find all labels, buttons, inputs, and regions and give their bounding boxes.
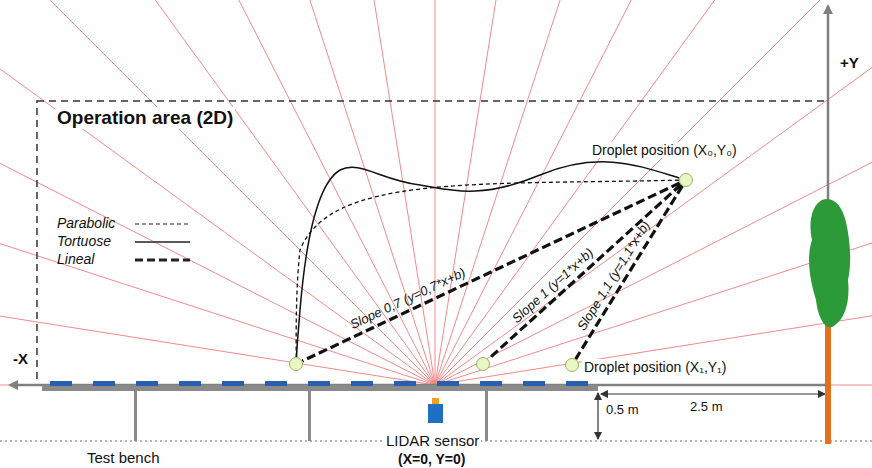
distance-dimension: [601, 393, 825, 394]
slope-label: Slope 1,1 (y=1,1*x+b): [575, 219, 653, 334]
legend-entry: Parabolic: [57, 215, 115, 231]
droplet: [289, 357, 303, 371]
legend-entry: Tortuose: [57, 233, 111, 249]
lidar-sensor: [428, 398, 443, 423]
axis-label: -X: [11, 350, 30, 367]
test-bench: [42, 381, 598, 441]
legend-samples: [135, 224, 190, 260]
lidar-rays: [0, 0, 872, 385]
droplet: [476, 357, 490, 371]
height-dimension: [597, 393, 598, 439]
parabolic-path: [296, 180, 679, 357]
lineal-path: [488, 185, 681, 360]
operation-area: [37, 101, 828, 385]
droplet: Droplet position (X₁,Y₁): [565, 358, 579, 372]
droplet: Droplet position (X₀,Y₀): [679, 173, 693, 187]
droplet-label: Droplet position (X₀,Y₀): [590, 142, 739, 158]
axis-label: +Y: [838, 54, 861, 71]
area-title: Operation area (2D): [55, 107, 235, 129]
droplet-label: Droplet position (X₁,Y₁): [582, 359, 729, 375]
tree: [809, 199, 850, 444]
lineal-path: [302, 183, 679, 361]
origin-label: (X=0, Y=0): [396, 451, 467, 467]
dimension-label: 0.5 m: [604, 403, 641, 418]
tortuose-path: [297, 162, 680, 357]
part-label: LIDAR sensor: [384, 432, 481, 449]
lineal-path: [576, 186, 683, 359]
legend-entry: Lineal: [57, 251, 94, 267]
dimension-label: 2.5 m: [688, 400, 725, 415]
slope-label: Slope 0,7 (y=0,7*x+b): [348, 266, 468, 333]
part-label: Test bench: [85, 449, 162, 466]
